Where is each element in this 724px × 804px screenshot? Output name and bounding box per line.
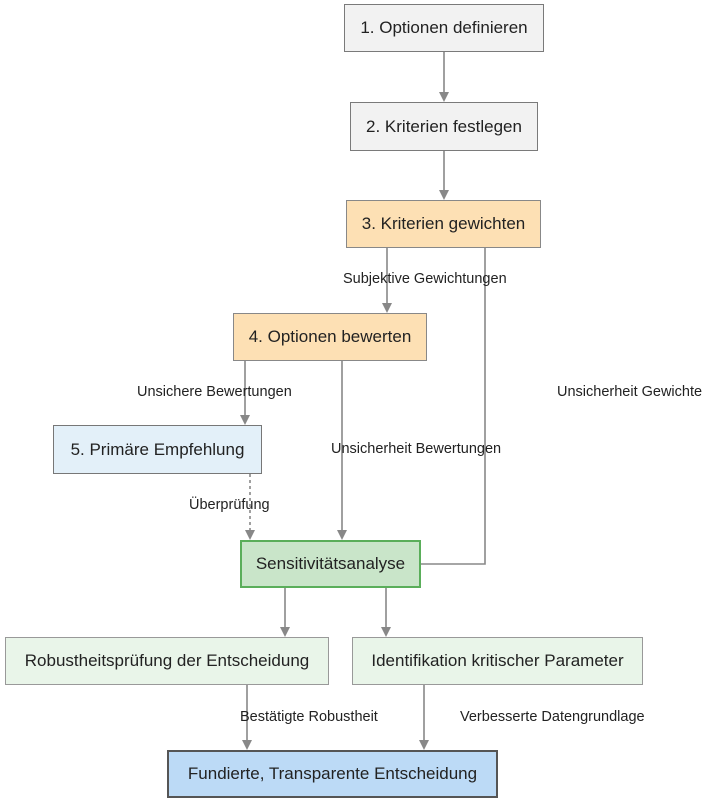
edge-label-uncertain-ratings: Unsichere Bewertungen	[137, 384, 292, 400]
edge-label-subjective-weights: Subjektive Gewichtungen	[343, 271, 507, 287]
node-final-decision: Fundierte, Transparente Entscheidung	[167, 750, 498, 798]
node-options-evaluate: 4. Optionen bewerten	[233, 313, 427, 361]
edge-label-uncertainty-ratings: Unsicherheit Bewertungen	[331, 441, 502, 457]
edge-3-6	[418, 248, 486, 565]
node-primary-recommendation: 5. Primäre Empfehlung	[53, 425, 262, 474]
node-sensitivity-analysis: Sensitivitätsanalyse	[240, 540, 421, 588]
node-robustness-check: Robustheitsprüfung der Entscheidung	[5, 637, 329, 685]
node-criteria-weight: 3. Kriterien gewichten	[346, 200, 541, 248]
node-critical-parameters: Identifikation kritischer Parameter	[352, 637, 643, 685]
edge-label-confirmed-robustness: Bestätigte Robustheit	[240, 709, 378, 725]
edge-label-review: Überprüfung	[189, 497, 270, 513]
node-options-define: 1. Optionen definieren	[344, 4, 544, 52]
edge-label-improved-data: Verbesserte Datengrundlage	[460, 709, 645, 725]
node-criteria-set: 2. Kriterien festlegen	[350, 102, 538, 151]
edge-label-uncertainty-weights: Unsicherheit Gewichte	[557, 384, 703, 400]
